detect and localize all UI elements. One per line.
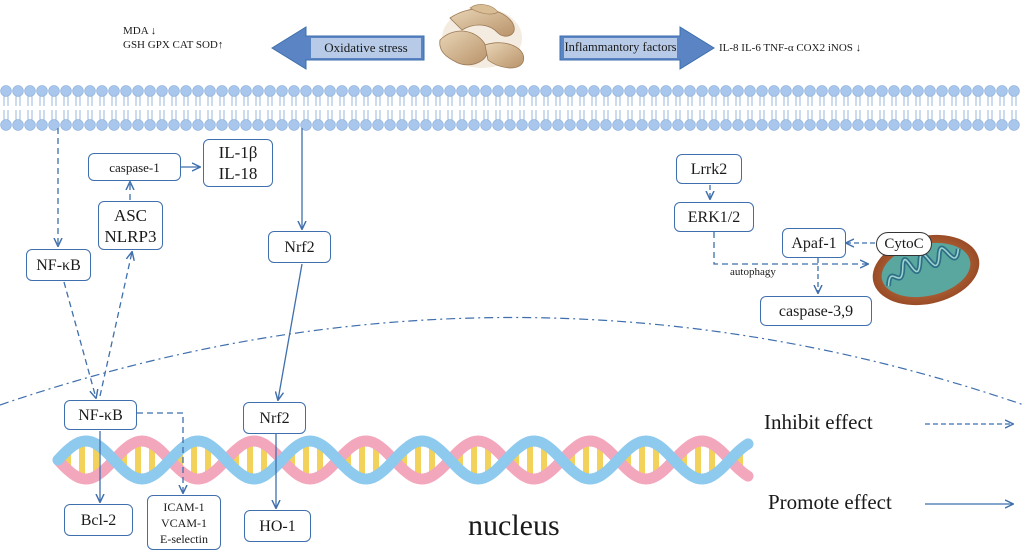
nrf2-nucleus-box: Nrf2 bbox=[243, 402, 306, 434]
il18-label: IL-18 bbox=[218, 164, 258, 183]
inflammatory-markers: IL-8 IL-6 TNF-α COX2 iNOS ↓ bbox=[719, 42, 862, 54]
nfkb-cytoplasm-box: NF-κB bbox=[26, 249, 91, 281]
nucleus-label: nucleus bbox=[468, 509, 560, 542]
herbal-root-image bbox=[439, 4, 525, 69]
cytoc-label: CytoC bbox=[884, 235, 924, 252]
erk-box: ERK1/2 bbox=[674, 202, 754, 232]
cell-membrane bbox=[0, 85, 1020, 131]
autophagy-label: autophagy bbox=[730, 266, 776, 278]
nlrp3-label: NLRP3 bbox=[104, 226, 157, 246]
apaf1-label: Apaf-1 bbox=[791, 234, 837, 252]
lrrk2-box: Lrrk2 bbox=[676, 154, 742, 184]
nrf2-nucleus-label: Nrf2 bbox=[259, 409, 290, 427]
caspase1-label: caspase-1 bbox=[109, 159, 160, 175]
nrf2-cytoplasm-label: Nrf2 bbox=[284, 238, 315, 256]
lrrk2-label: Lrrk2 bbox=[690, 160, 728, 178]
legend-promote-label: Promote effect bbox=[768, 490, 892, 514]
inflammatory-factors-label: Inflammantory factors bbox=[564, 40, 677, 54]
caspase39-box: caspase-3,9 bbox=[760, 296, 872, 326]
erk-label: ERK1/2 bbox=[687, 208, 741, 226]
oxidative-markers-line1: MDA ↓ bbox=[123, 25, 157, 37]
nuclear-envelope bbox=[0, 316, 1024, 406]
vcam1-label: VCAM-1 bbox=[160, 515, 207, 530]
asc-label: ASC bbox=[113, 205, 148, 225]
nfkb-to-nucleus-nfkb-dashed bbox=[63, 281, 96, 398]
adhesion-molecules-box: ICAM-1 VCAM-1 E-selectin bbox=[147, 495, 221, 550]
bcl2-label: Bcl-2 bbox=[80, 511, 117, 529]
erk-autophagy-dashed bbox=[713, 232, 868, 264]
cytoc-box: CytoC bbox=[876, 232, 932, 256]
apaf1-box: Apaf-1 bbox=[782, 228, 846, 258]
il1b-il18-box: IL-1β IL-18 bbox=[203, 139, 273, 187]
pathway-connectors bbox=[58, 128, 1013, 508]
caspase39-label: caspase-3,9 bbox=[778, 302, 854, 320]
dna-helix bbox=[52, 435, 754, 485]
ho1-label: HO-1 bbox=[259, 517, 296, 535]
asc-nlrp3-box: ASC NLRP3 bbox=[98, 201, 163, 250]
oxidative-stress-label: Oxidative stress bbox=[324, 40, 408, 55]
nfkb-to-adhesion-dashed bbox=[137, 412, 183, 493]
icam1-label: ICAM-1 bbox=[163, 499, 205, 514]
nfkb-to-inflammasome-dashed bbox=[99, 252, 132, 397]
caspase1-box: caspase-1 bbox=[88, 153, 181, 181]
bcl2-box: Bcl-2 bbox=[64, 504, 133, 536]
nfkb-nucleus-box: NF-κB bbox=[64, 400, 137, 430]
eselectin-label: E-selectin bbox=[160, 531, 208, 546]
nrf2-cytoplasm-box: Nrf2 bbox=[268, 231, 331, 263]
nfkb-nucleus-label: NF-κB bbox=[78, 406, 123, 424]
il1b-label: IL-1β bbox=[218, 143, 258, 162]
oxidative-markers-line2: GSH GPX CAT SOD↑ bbox=[123, 39, 224, 51]
legend-inhibit-label: Inhibit effect bbox=[764, 410, 873, 434]
nrf2-to-nucleus-nrf2-solid bbox=[278, 263, 303, 400]
ho1-box: HO-1 bbox=[244, 510, 311, 542]
nfkb-cytoplasm-label: NF-κB bbox=[36, 256, 81, 274]
